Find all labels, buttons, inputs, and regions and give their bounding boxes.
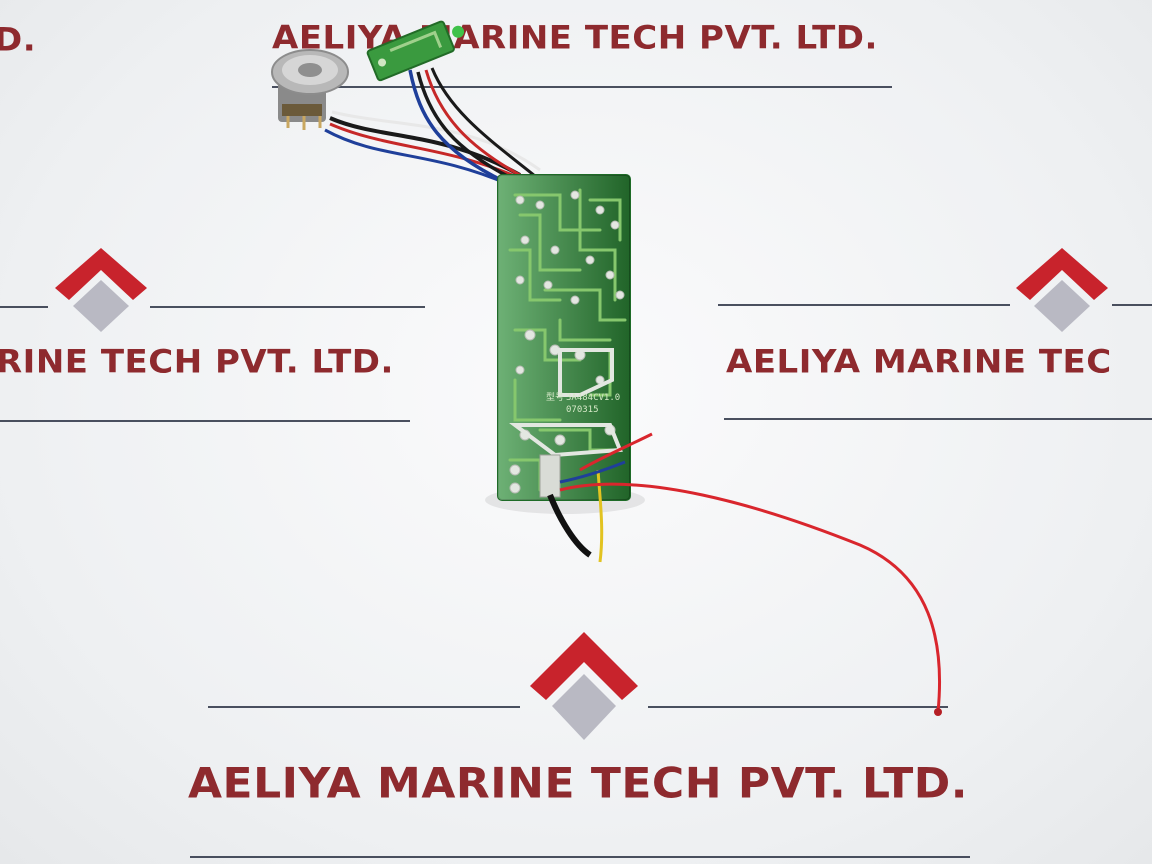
watermark-text-bottom: AELIYA MARINE TECH PVT. LTD. — [188, 759, 969, 808]
pcb-date-label: 070315 — [566, 405, 599, 415]
watermark-line — [272, 86, 892, 88]
watermark-line — [0, 306, 48, 308]
watermark-fragment-mid-right: AELIYA MARINE TEC — [726, 343, 1112, 381]
potentiometer — [271, 49, 349, 130]
led-board — [366, 20, 465, 82]
main-pcb: 型号 3A484CV1.0 070315 — [497, 174, 631, 501]
watermark-line — [648, 706, 948, 708]
watermark-logo-icon — [1016, 248, 1108, 332]
red-wire — [559, 482, 942, 713]
watermark-line — [1112, 304, 1152, 306]
watermark-fragment-mid-left: RINE TECH PVT. LTD. — [0, 343, 394, 381]
watermark-line — [718, 304, 1010, 306]
pcb-model-prefix: 型号 — [546, 392, 564, 403]
black-wire — [547, 493, 592, 558]
watermark-line — [150, 306, 425, 308]
watermark-line — [724, 418, 1152, 420]
watermark-logo-icon — [530, 632, 638, 740]
watermark-fragment-top-left: D. — [0, 21, 37, 59]
watermark-line — [190, 856, 970, 858]
watermark-line — [208, 706, 520, 708]
pcb-model-label: 3A484CV1.0 — [566, 393, 620, 403]
watermark-line — [0, 420, 410, 422]
yellow-wire — [596, 469, 604, 563]
watermark-logo-icon — [55, 248, 147, 332]
